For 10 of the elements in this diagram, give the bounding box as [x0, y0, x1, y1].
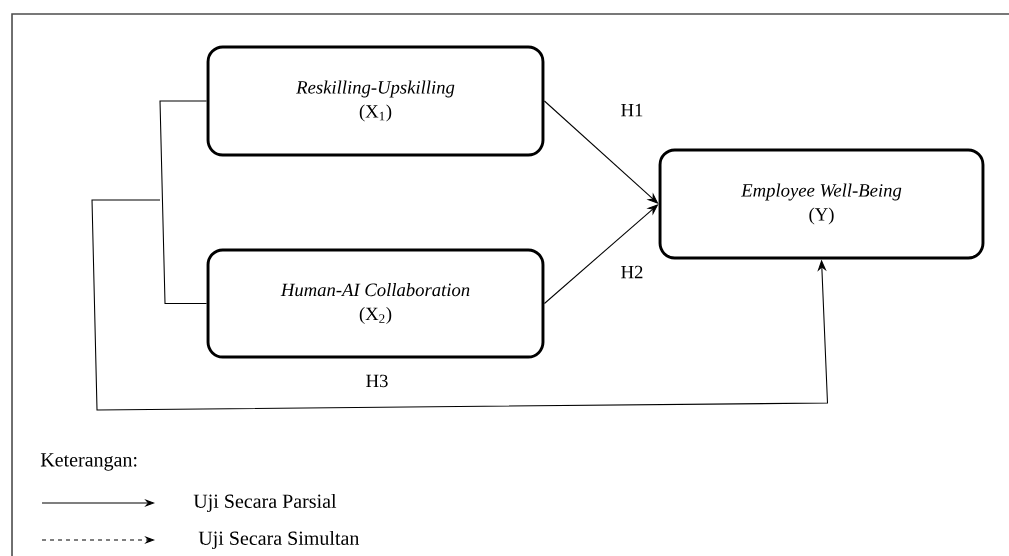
variable-box: Human-AI Collaboration (X$_{2}$)	[206, 248, 545, 359]
legend-heading: Keterangan:	[40, 453, 137, 471]
legend-text: Uji Secara Simultan	[198, 530, 360, 550]
edge-label: H1	[619, 102, 645, 118]
legend-text: Uji Secara Parsial	[193, 493, 337, 513]
edge-label: H3	[364, 373, 390, 389]
arrow	[91, 100, 829, 411]
edge-label: H2	[619, 264, 645, 280]
variable-box: Reskilling-Upskilling (X$_{1}$)	[206, 45, 545, 157]
variable-box: Employee Well-Being (Y)	[658, 148, 985, 260]
